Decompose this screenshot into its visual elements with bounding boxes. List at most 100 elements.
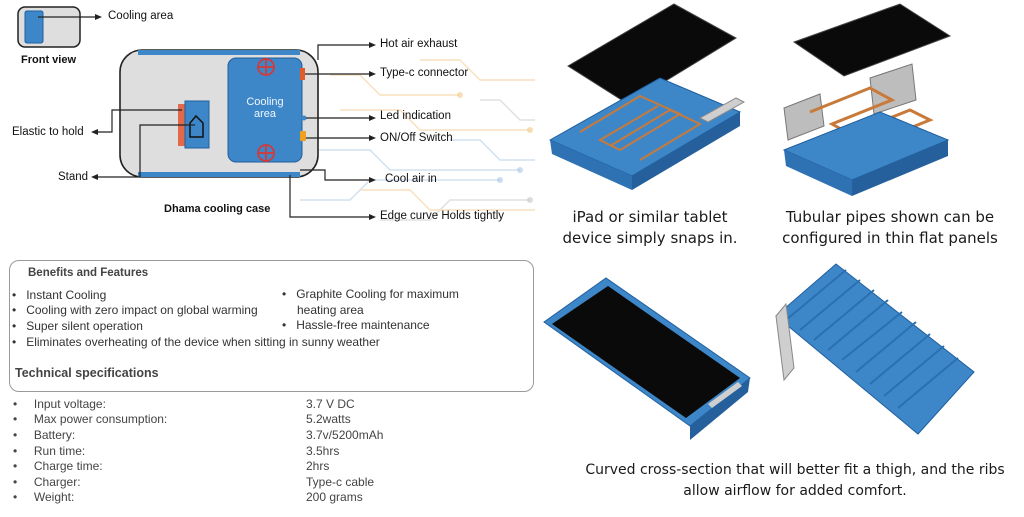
render-pipes [782, 3, 952, 196]
label-cool-air-in: Cool air in [385, 173, 437, 185]
led-indicator [301, 115, 307, 121]
spec-label: • Max power consumption: [13, 412, 168, 426]
spec-label-text: Charge time: [33, 459, 103, 473]
label-type-c-connector: Type-c connector [380, 67, 469, 79]
label-inner-cooling: Cooling area [240, 96, 290, 120]
vent-slot [698, 97, 746, 123]
label-on-off-switch: ON/Off Switch [380, 132, 453, 144]
label-hot-air-exhaust: Hot air exhaust [380, 38, 458, 50]
case-top-edge [138, 50, 300, 55]
leader-lines [97, 44, 370, 218]
cooling-case-diagram [17, 6, 535, 221]
benefit-item: • Hassle-free maintenance [282, 318, 430, 332]
spec-label: • Charger: [13, 475, 81, 489]
front-view-cooling-area [24, 10, 44, 44]
vent-slot [775, 302, 795, 382]
label-case-name: Dhama cooling case [164, 203, 271, 215]
case-back [775, 263, 975, 435]
caption-line: Curved cross-section that will better fi… [585, 462, 1005, 478]
tablet-screen [567, 3, 737, 105]
cooling-area-panel [227, 57, 303, 163]
benefit-text: Eliminates overheating of the device whe… [26, 335, 380, 349]
spec-value: 200 grams [306, 490, 363, 504]
case-side [550, 140, 632, 190]
caption-line: configured in thin flat panels [782, 229, 998, 247]
copper-pipe [579, 94, 703, 161]
tablet-screen [792, 3, 952, 77]
spec-label: • Weight: [13, 490, 75, 504]
power-switch [300, 131, 306, 141]
inner-cooling-line-2: area [253, 108, 277, 120]
circuit-node [457, 92, 463, 98]
inner-cooling-line-1: Cooling [246, 96, 284, 108]
spec-label-text: Run time: [33, 444, 86, 458]
circuit-node [527, 127, 533, 133]
benefit-item: • Super silent operation [12, 319, 143, 333]
type-c-port [300, 68, 305, 80]
case-side [690, 378, 750, 440]
case-side [852, 140, 948, 196]
spec-value: 3.5hrs [306, 444, 340, 458]
caption-line: device simply snaps in. [562, 229, 738, 247]
label-edge-curve: Edge curve Holds tightly [380, 210, 505, 222]
caption-line: Tubular pipes shown can be [785, 208, 995, 226]
caption-pipes: Tubular pipes shown can be configured in… [770, 207, 1010, 249]
circuit-node [497, 177, 503, 183]
caption-line: allow airflow for added comfort. [683, 483, 907, 499]
benefit-text: Graphite Cooling for maximum [296, 287, 459, 301]
caption-snap-in: iPad or similar tablet device simply sna… [555, 207, 745, 249]
benefit-item: • Cooling with zero impact on global war… [12, 303, 258, 317]
render-ribbed-back [775, 263, 975, 435]
benefit-item: • Eliminates overheating of the device w… [12, 335, 380, 349]
arrow-head [95, 14, 102, 20]
case-side [632, 112, 740, 190]
spec-value: 5.2watts [306, 412, 351, 426]
heat-block [869, 63, 917, 115]
case-bottom-edge [138, 172, 300, 177]
benefit-text: Cooling with zero impact on global warmi… [26, 303, 258, 317]
label-stand: Stand [58, 171, 89, 183]
benefit-item: • Instant Cooling [12, 288, 107, 302]
vent-fan-top [257, 58, 275, 76]
benefit-text: Hassle-free maintenance [296, 318, 430, 332]
product-renderings [543, 3, 975, 440]
benefit-text: Super silent operation [26, 319, 143, 333]
spec-value: Type-c cable [306, 475, 375, 489]
label-front-view: Front view [21, 54, 77, 66]
render-snap-in [548, 3, 746, 190]
benefit-item: • Graphite Cooling for maximum [282, 287, 459, 301]
label-cooling-area: Cooling area [108, 10, 174, 22]
spec-label-text: Charger: [33, 475, 81, 489]
spec-value: 3.7 V DC [306, 397, 355, 411]
arrow-heads [91, 42, 376, 220]
benefits-heading: Benefits and Features [28, 267, 149, 279]
spec-label: • Battery: [13, 428, 76, 442]
circuit-node [527, 197, 533, 203]
benefits-box [9, 260, 534, 392]
spec-label: • Input voltage: [13, 397, 106, 411]
spec-label: • Charge time: [13, 459, 103, 473]
benefit-text: Instant Cooling [26, 288, 107, 302]
vent-fan-bottom [257, 144, 275, 162]
circuit-node [517, 167, 523, 173]
label-led-indication: Led indication [380, 110, 451, 122]
spec-label: • Run time: [13, 444, 86, 458]
spec-value: 3.7v/5200mAh [306, 428, 384, 442]
tablet-screen [552, 286, 740, 418]
spec-label-text: Input voltage: [33, 397, 106, 411]
benefit-item-cont: heating area [297, 303, 364, 317]
spec-label-text: Max power consumption: [33, 412, 168, 426]
heat-block [783, 93, 825, 141]
render-tablet-in-case [543, 277, 751, 440]
specs-heading: Technical specifications [15, 366, 159, 380]
vent-slot [708, 382, 742, 408]
case-side [784, 150, 852, 196]
spec-value: 2hrs [306, 459, 330, 473]
caption-line: iPad or similar tablet [572, 208, 728, 226]
spec-label-text: Weight: [33, 490, 75, 504]
label-elastic-to-hold: Elastic to hold [12, 126, 84, 138]
cooling-ribs [785, 269, 959, 409]
circuit-background [300, 59, 535, 221]
caption-curved: Curved cross-section that will better fi… [570, 460, 1020, 502]
spec-label-text: Battery: [33, 428, 76, 442]
